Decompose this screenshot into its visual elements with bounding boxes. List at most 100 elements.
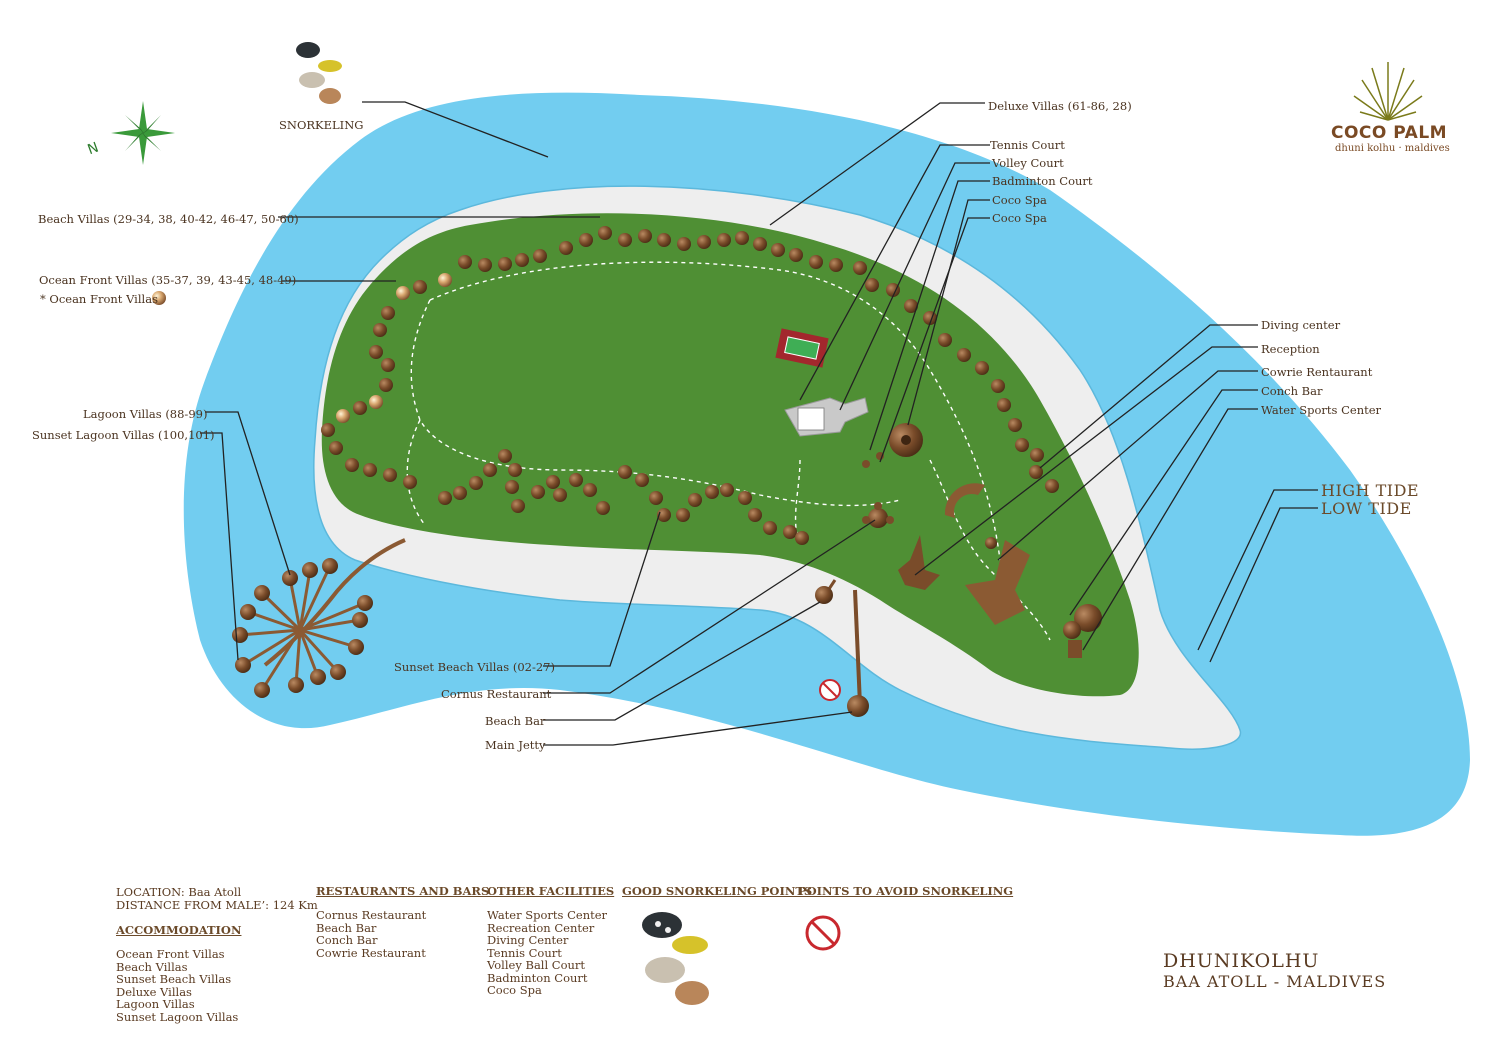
leader-line xyxy=(362,101,549,158)
label-deluxe-villas: Deluxe Villas (61-86, 28) xyxy=(988,99,1132,113)
beach-villa xyxy=(458,255,472,269)
beach-villa xyxy=(498,257,512,271)
sunset-beach-villa xyxy=(657,508,671,522)
walking-path xyxy=(406,261,1051,641)
label-cornus-restaurant: Cornus Restaurant xyxy=(441,687,552,701)
label-sunset-lagoon-villas: Sunset Lagoon Villas (100,101) xyxy=(32,428,215,442)
beach-villa xyxy=(865,278,879,292)
leader-line xyxy=(543,601,821,721)
sunset-beach-villa xyxy=(596,501,610,515)
lagoon-villa-walkway xyxy=(298,628,340,674)
legend-distance-text: DISTANCE FROM MALE’: 124 Km xyxy=(116,897,318,912)
lagoon-villa-walkway xyxy=(288,577,302,631)
leader-line xyxy=(869,180,990,451)
sunset-beach-villa xyxy=(635,473,649,487)
lagoon-villa-walkway xyxy=(299,618,361,632)
beach-villa xyxy=(975,361,989,375)
label-tennis-court: Tennis Court xyxy=(990,138,1065,152)
beach-villa xyxy=(353,401,367,415)
conch-bar-building xyxy=(944,483,985,518)
beach-villa xyxy=(657,233,671,247)
main-jetty xyxy=(815,579,869,717)
no-snorkel-zone-icon xyxy=(819,679,841,701)
sunset-beach-villa xyxy=(508,463,522,477)
sunset-beach-villa xyxy=(763,521,777,535)
beach-villa xyxy=(369,345,383,359)
label-low-tide: LOW TIDE xyxy=(1321,499,1412,518)
sunset-beach-villa xyxy=(505,480,519,494)
label-conch-bar: Conch Bar xyxy=(1261,384,1323,398)
label-main-jetty: Main Jetty xyxy=(485,738,546,752)
label-coco-spa-1: Coco Spa xyxy=(992,193,1047,207)
label-coco-spa-2: Coco Spa xyxy=(992,211,1047,225)
beach-villa xyxy=(717,233,731,247)
label-cowrie-restaurant: Cowrie Rentaurant xyxy=(1261,365,1373,379)
beach-villa xyxy=(381,358,395,372)
label-water-sports: Water Sports Center xyxy=(1261,403,1382,417)
list-item: Badminton Court xyxy=(487,970,588,985)
label-reception: Reception xyxy=(1261,342,1320,356)
snorkeling-label: SNORKELING xyxy=(279,118,364,132)
beach-villa xyxy=(478,258,492,272)
beach-villa xyxy=(329,441,343,455)
water-sports-building xyxy=(1063,604,1102,658)
sunset-beach-villa xyxy=(569,473,583,487)
legend-restaurants-list: Cornus Restaurant Beach Bar Conch Bar Co… xyxy=(316,909,426,959)
leader-line xyxy=(799,144,990,401)
beach-villa xyxy=(753,237,767,251)
leader-line xyxy=(1209,507,1318,663)
leader-line xyxy=(1039,324,1258,469)
beach-villa xyxy=(1015,438,1029,452)
list-item: Sunset Lagoon Villas xyxy=(116,1009,239,1024)
legend-location-text: LOCATION: Baa Atoll xyxy=(116,885,242,899)
leader-line xyxy=(543,511,661,667)
leader-line xyxy=(200,432,239,661)
sunset-beach-villa xyxy=(783,525,797,539)
list-item: Coco Spa xyxy=(487,983,542,997)
sunset-beach-villa xyxy=(676,508,690,522)
brand-name: COCO PALM xyxy=(1331,123,1448,143)
list-item: Volley Ball Court xyxy=(487,958,586,972)
ocean-front-legend-dot xyxy=(152,291,166,305)
sunset-beach-villa xyxy=(498,449,512,463)
list-item: Ocean Front Villas xyxy=(116,947,225,961)
lagoon-villa-walkway xyxy=(299,601,366,632)
compass-icon xyxy=(111,101,175,165)
list-item: Diving Center xyxy=(487,933,569,947)
list-item: Water Sports Center xyxy=(487,908,608,922)
beach-villa xyxy=(533,249,547,263)
label-high-tide: HIGH TIDE xyxy=(1321,481,1420,500)
good-snorkeling-fish-icon xyxy=(642,912,709,1005)
sunset-beach-villa xyxy=(453,486,467,500)
lagoon-villa xyxy=(232,627,248,643)
beach-villa xyxy=(373,323,387,337)
ocean-front-villa xyxy=(369,395,383,409)
cornus-restaurant-building xyxy=(862,502,894,528)
sunset-beach-villa xyxy=(546,475,560,489)
beach-villa xyxy=(345,458,359,472)
beach-villa xyxy=(957,348,971,362)
leader-line xyxy=(1069,389,1258,616)
list-item: Deluxe Villas xyxy=(116,984,192,999)
ocean-front-villa xyxy=(336,409,350,423)
leader-line xyxy=(1197,489,1318,651)
lagoon-villa-walkway xyxy=(242,628,301,667)
beach-villa xyxy=(381,306,395,320)
leader-line xyxy=(879,217,990,463)
legend-avoid-snorkel-title: POINTS TO AVOID SNORKELING xyxy=(798,884,1014,898)
coco-spa xyxy=(862,423,923,468)
snorkeling-fish-icon xyxy=(296,42,342,104)
legend-facilities-title: OTHER FACILITIES xyxy=(487,884,615,898)
sunset-beach-villa xyxy=(705,485,719,499)
beach-villa xyxy=(579,233,593,247)
beach-villa xyxy=(809,255,823,269)
lagoon-villa xyxy=(330,664,346,680)
beach-villa xyxy=(829,258,843,272)
sunset-beach-villa xyxy=(649,491,663,505)
beach-villa xyxy=(515,253,529,267)
beach-villa xyxy=(677,237,691,251)
beach-villa xyxy=(771,243,785,257)
list-item: Conch Bar xyxy=(316,933,378,947)
lagoon-villa xyxy=(240,604,256,620)
sunset-beach-villa xyxy=(748,508,762,522)
